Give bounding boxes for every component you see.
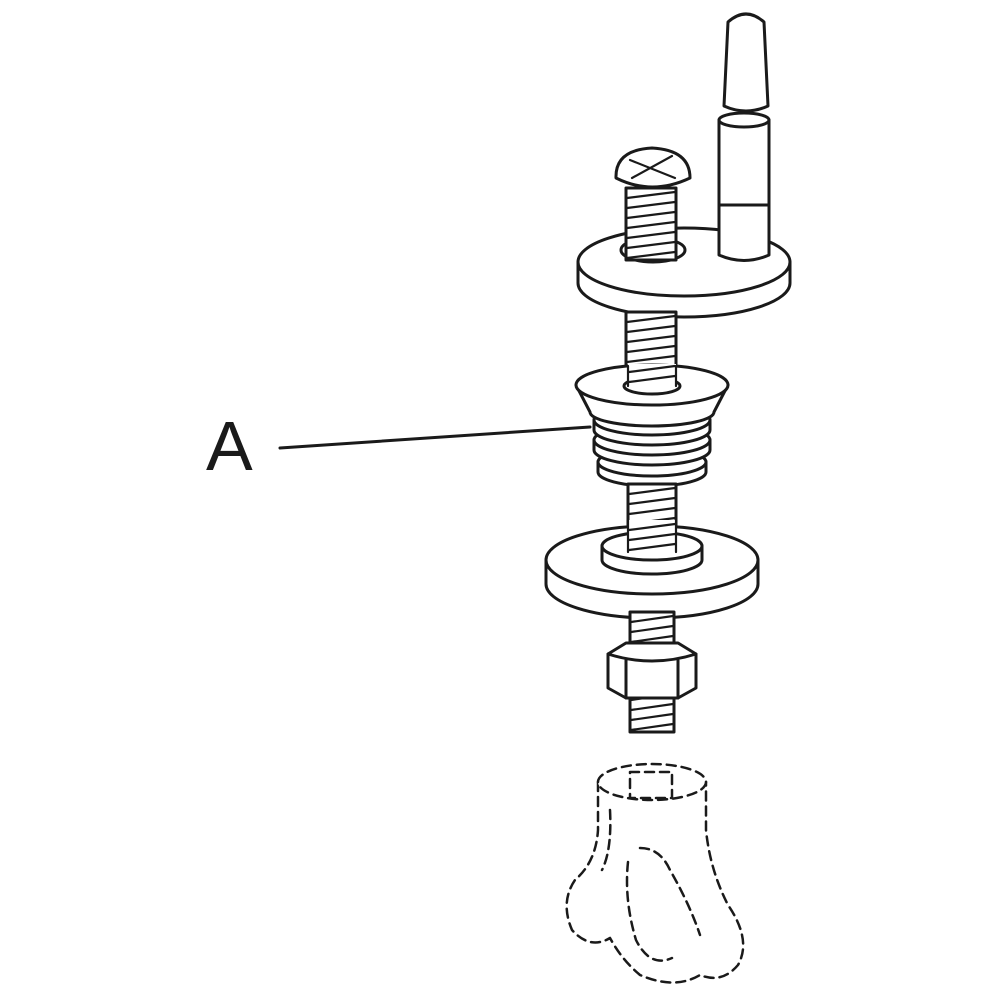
bottom-washer [544,518,760,620]
callout-a: A [206,407,592,485]
spring-washer-stack [574,363,730,488]
hex-nut [606,641,698,700]
upper-screw-thread [624,186,678,262]
alignment-pin-base [717,203,771,262]
wing-nut-phantom [565,762,745,984]
screw-head [614,146,692,189]
callout-label: A [206,407,253,485]
callout-leader-line [278,425,592,450]
